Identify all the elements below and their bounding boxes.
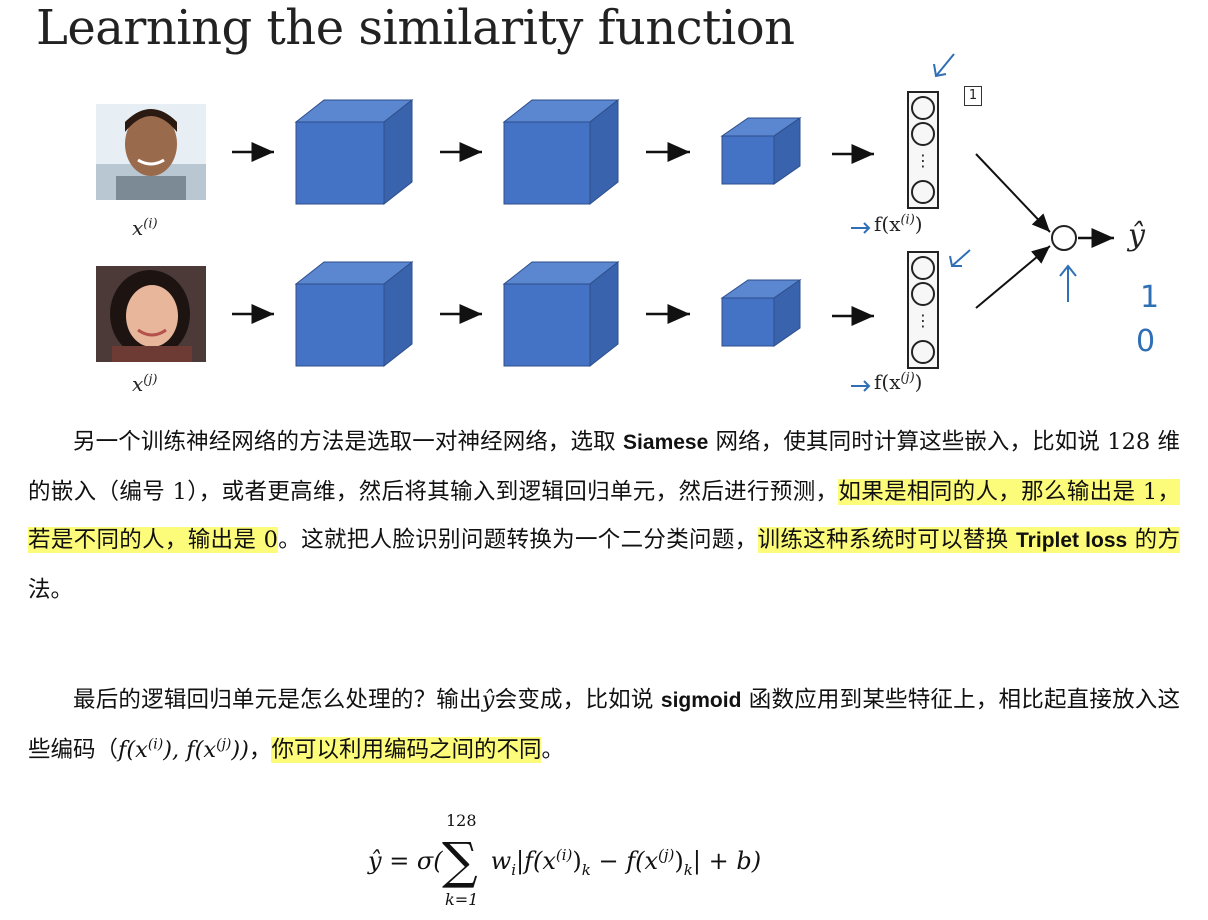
slide-figure: ⋮ [28, 0, 1186, 398]
slide-title: Learning the similarity function [36, 0, 795, 56]
formula-equation: ŷ = σ(wi|f(x(i))k − f(x(j))k| + b) [368, 846, 762, 879]
merge-lines [975, 153, 1114, 309]
embedding-label-fxi: f(x(i)) [874, 212, 923, 236]
sum-lower-limit: k=1 [445, 890, 479, 909]
sum-upper-limit: 128 [446, 811, 477, 830]
formula: 128 ∑ k=1 ŷ = σ(wi|f(x(i))k − f(x(j))k| … [0, 808, 1208, 918]
cube-large [294, 98, 414, 206]
cube-large [502, 98, 620, 206]
pen-arrow-icon [951, 249, 971, 267]
face-photo-bottom [96, 266, 206, 362]
output-node [1051, 225, 1077, 251]
face-photo-top [96, 104, 206, 200]
pen-arrow-icon [935, 53, 955, 77]
handwritten-zero: 0 [1136, 324, 1156, 359]
handwritten-annotations [851, 53, 1077, 392]
sigma-symbol: ∑ [442, 832, 478, 890]
input-label-xj: x(j) [132, 372, 158, 396]
svg-text:⋮: ⋮ [915, 151, 931, 170]
embedding-vector-bottom: ⋮ [907, 251, 939, 369]
embedding-vector-top: ⋮ [907, 91, 939, 209]
cube-small [720, 279, 802, 347]
handwritten-one: 1 [1140, 280, 1160, 315]
cube-large [294, 260, 414, 368]
highlight: 训练这种系统时可以替换 Triplet loss 的方 [757, 527, 1180, 553]
cube-small [720, 117, 802, 185]
siamese-network-diagram: ⋮ [96, 53, 1114, 392]
output-yhat: ŷ [1128, 218, 1145, 253]
row-top-pipeline: ⋮ [232, 91, 939, 209]
highlight: 你可以利用编码之间的不同 [271, 736, 542, 763]
cube-large [502, 260, 620, 368]
paragraph-2: 最后的逻辑回归单元是怎么处理的？输出ŷ会变成，比如说 sigmoid 函数应用到… [28, 687, 1180, 763]
paragraph-1: 另一个训练神经网络的方法是选取一对神经网络，选取 Siamese 网络，使其同时… [28, 429, 1180, 603]
input-label-xi: x(i) [132, 216, 158, 240]
boxed-number: 1 [964, 86, 982, 106]
row-bottom-pipeline: ⋮ [232, 251, 939, 369]
svg-text:⋮: ⋮ [915, 311, 931, 330]
embedding-label-fxj: f(x(j)) [874, 370, 923, 394]
